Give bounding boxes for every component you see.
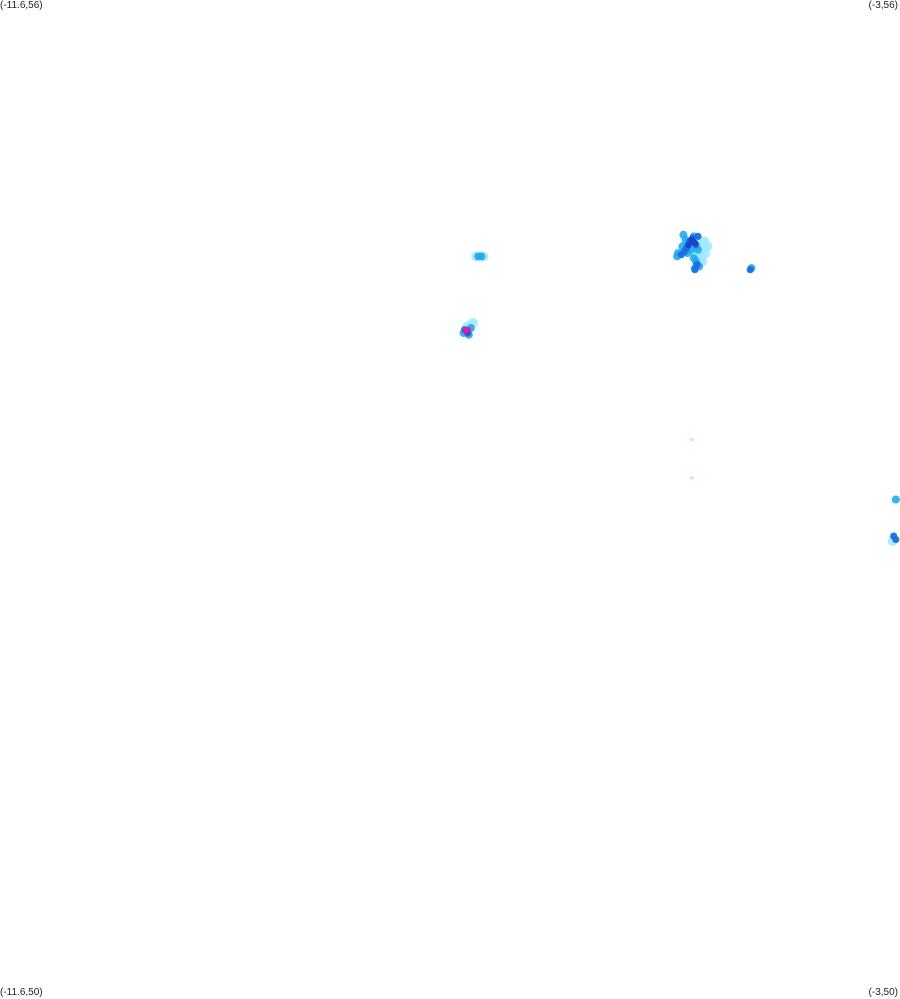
precip-cell-irish-sea-speck-light — [690, 438, 694, 442]
precip-cell-belfast-cluster-intense — [685, 241, 692, 249]
precip-cell-belfast-cluster-medium — [679, 230, 688, 239]
precip-cell-strangford-cell-strong — [746, 266, 754, 274]
precip-cell-irish-sea-speck-light — [690, 476, 694, 480]
precipitation-layer — [459, 230, 900, 547]
corner-coordinate-bottom-left: (-11.6,50) — [0, 987, 43, 998]
precip-cell-anglesey-cells-strong — [892, 535, 900, 544]
precip-cell-omagh-cell-medium — [477, 252, 486, 261]
precip-cell-belfast-cluster-strong — [694, 232, 702, 240]
precip-cell-anglesey-cells-medium — [891, 495, 900, 504]
precip-cell-belfast-cluster-strong — [677, 251, 685, 259]
corner-coordinate-top-right: (-3,56) — [868, 0, 898, 11]
precip-cell-downpatrick-cells-strong — [691, 266, 699, 274]
corner-coordinate-top-left: (-11.6,56) — [0, 0, 43, 11]
precip-cell-belfast-cluster-intense — [691, 239, 699, 247]
precip-cell-sligo-cell-extreme — [464, 326, 471, 333]
corner-coordinate-bottom-right: (-3,50) — [868, 987, 898, 998]
precip-cell-belfast-cluster-light — [702, 241, 713, 252]
